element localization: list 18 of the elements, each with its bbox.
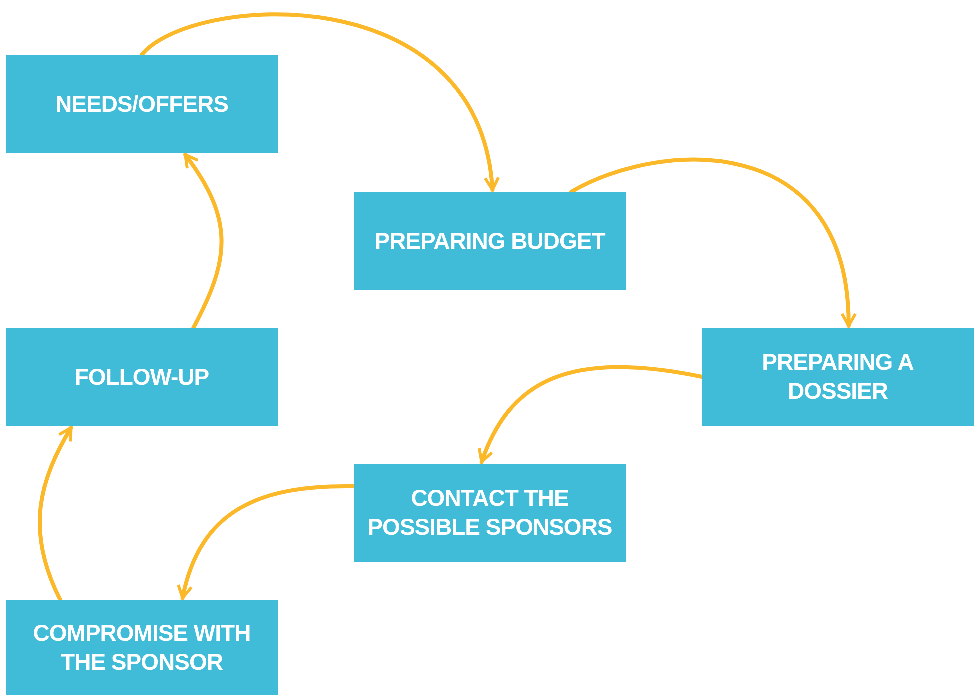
process-box — [6, 600, 278, 695]
box-label: FOLLOW-UP — [74, 362, 210, 392]
curved-arrow — [184, 152, 224, 330]
box-label: PREPARING BUDGET — [374, 226, 606, 256]
process-box — [354, 192, 626, 290]
process-box — [702, 328, 974, 426]
process-box — [6, 55, 278, 153]
box-label: COMPROMISE WITH THE SPONSOR — [32, 618, 252, 676]
curved-arrow — [178, 484, 356, 600]
box-label: NEEDS/OFFERS — [56, 90, 228, 118]
curved-arrow — [38, 426, 74, 602]
process-box — [6, 328, 278, 426]
process-box — [354, 464, 626, 562]
box-label: CONTACT THE POSSIBLE SPONSORS — [366, 484, 614, 542]
curved-arrow — [570, 158, 856, 328]
curved-arrow — [140, 12, 499, 192]
curved-arrow — [478, 365, 704, 464]
box-label: PREPARING A DOSSIER — [761, 348, 915, 406]
